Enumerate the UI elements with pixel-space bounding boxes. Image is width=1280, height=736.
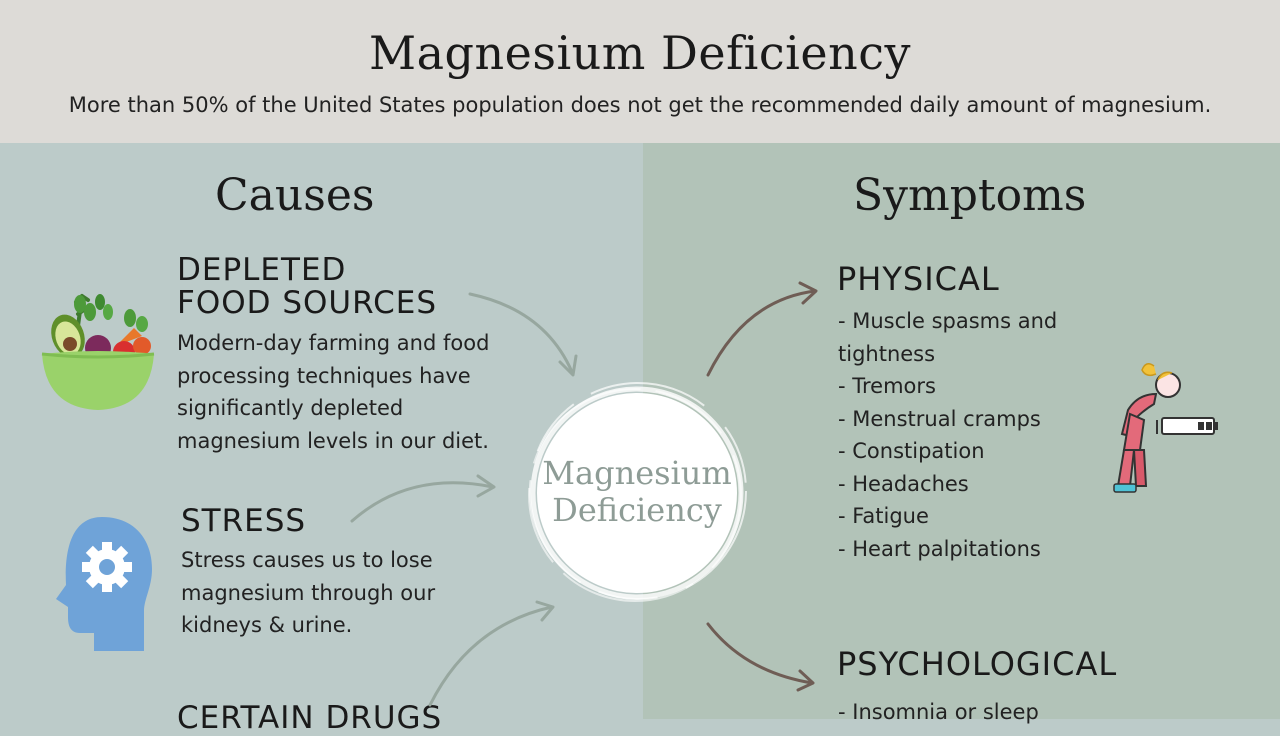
cause-stress-title: STRESS — [181, 503, 307, 539]
physical-title: PHYSICAL — [837, 260, 1000, 298]
arrow-stress-icon — [350, 474, 496, 523]
physical-item: - Menstrual cramps — [838, 406, 1041, 431]
page-subtitle: More than 50% of the United States popul… — [68, 93, 1212, 117]
head-gear-icon — [56, 517, 152, 651]
center-circle — [528, 382, 747, 602]
psychological-list: - Insomnia or sleep — [838, 696, 1039, 729]
cause-stress-line: kidneys & urine. — [181, 613, 353, 637]
salad-bowl-icon — [41, 294, 155, 410]
cause-stress-body: Stress causes us to lose magnesium throu… — [181, 544, 435, 642]
cause-food-title-line1: DEPLETED — [177, 252, 347, 288]
cause-food-line: significantly depleted — [177, 396, 404, 420]
physical-item: tightness — [838, 341, 936, 366]
cause-stress-line: magnesium through our — [181, 580, 436, 605]
header-banner: Magnesium Deficiency More than 50% of th… — [0, 0, 1280, 143]
center-label: Magnesium Deficiency — [527, 455, 747, 529]
arrow-drugs-icon — [428, 600, 555, 707]
page-title: Magnesium Deficiency — [369, 26, 911, 80]
cause-food-line: Modern-day farming and food — [177, 331, 490, 355]
causes-heading: Causes — [215, 170, 375, 221]
physical-item: - Heart palpitations — [838, 536, 1041, 561]
cause-food-title: DEPLETED FOOD SOURCES — [177, 254, 437, 320]
cause-food-line: processing techniques have — [177, 363, 471, 388]
psychological-item: - Insomnia or sleep — [838, 700, 1039, 724]
physical-item: - Fatigue — [838, 504, 929, 528]
physical-item: - Constipation — [838, 439, 985, 463]
physical-item: - Muscle spasms and — [838, 309, 1058, 333]
arrow-physical-icon — [706, 281, 818, 377]
cause-stress-line: Stress causes us to lose — [181, 548, 433, 572]
arrow-food-icon — [468, 292, 578, 377]
physical-item: - Headaches — [838, 471, 969, 496]
physical-list: - Muscle spasms and tightness - Tremors … — [838, 305, 1057, 565]
psychological-title: PSYCHOLOGICAL — [837, 645, 1118, 683]
center-label-line1: Magnesium — [542, 454, 732, 492]
tired-woman-battery-icon — [1113, 363, 1218, 493]
cause-food-title-line2: FOOD SOURCES — [177, 285, 438, 321]
cause-food-line: magnesium levels in our diet. — [177, 428, 489, 453]
cause-food-body: Modern-day farming and food processing t… — [177, 327, 489, 457]
center-label-line2: Deficiency — [552, 491, 722, 529]
physical-item: - Tremors — [838, 374, 936, 398]
symptoms-heading: Symptoms — [853, 170, 1087, 221]
arrow-psychological-icon — [706, 622, 815, 692]
